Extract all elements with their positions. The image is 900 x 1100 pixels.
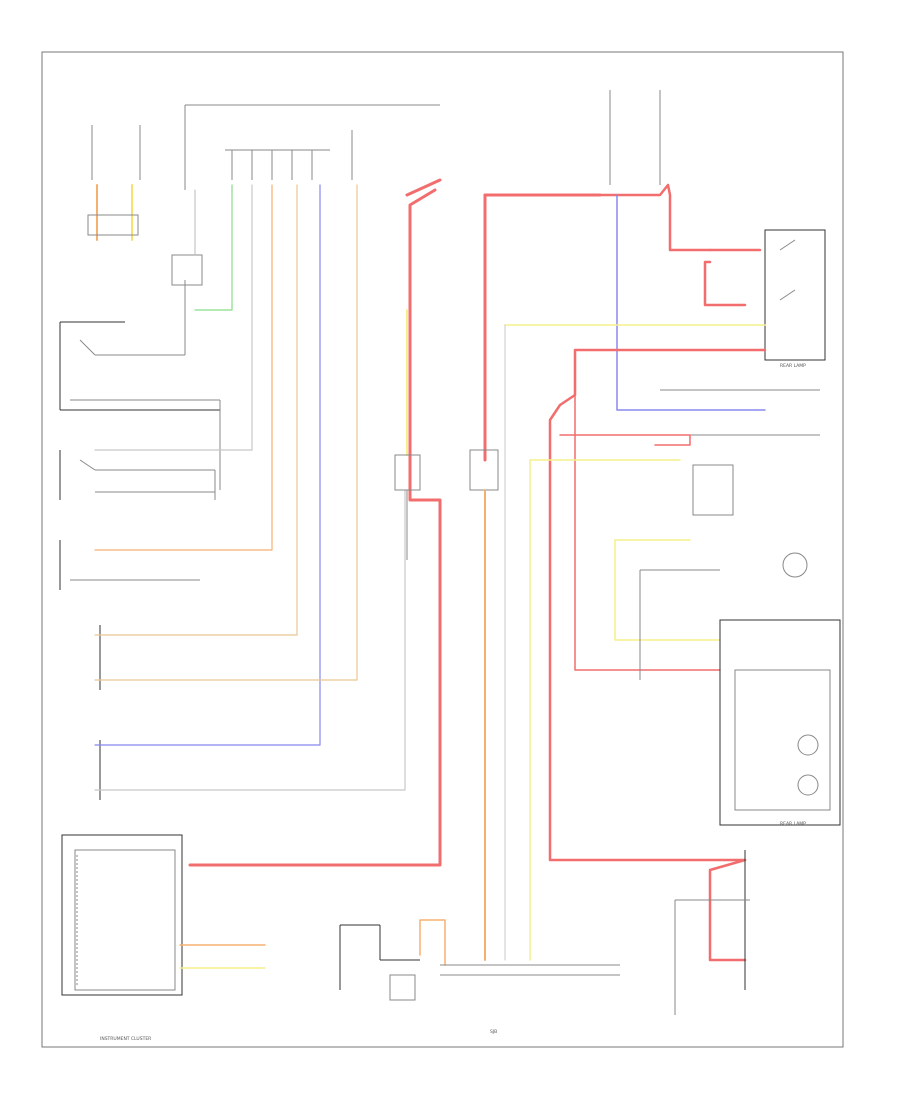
wire-orange [94, 184, 273, 551]
wire-tan-2 [94, 184, 358, 681]
left-component-blocks [59, 189, 221, 800]
wire-gray-2 [94, 489, 406, 791]
sjb-label: SJB [490, 1029, 497, 1035]
diagram-frame [41, 51, 844, 1048]
wire-green [194, 184, 233, 311]
wire-blue [94, 184, 321, 746]
wire-gray-1 [94, 184, 253, 451]
wire-red-main [188, 188, 442, 867]
rear-lamp-label-top: REAR LAMP [780, 363, 806, 369]
wire-blue-right [616, 194, 766, 411]
instrument-cluster-box [61, 834, 183, 996]
fuse-area-left [91, 104, 440, 190]
wire-tan [94, 184, 298, 636]
rear-lamp-label-bottom: REAR LAMP [780, 821, 806, 827]
wire-red-right-loop [548, 348, 767, 862]
wire-red-bottom-right [708, 858, 747, 962]
instrument-cluster-label: INSTRUMENT CLUSTER [100, 1036, 151, 1042]
wire-red-top-right [598, 183, 712, 252]
